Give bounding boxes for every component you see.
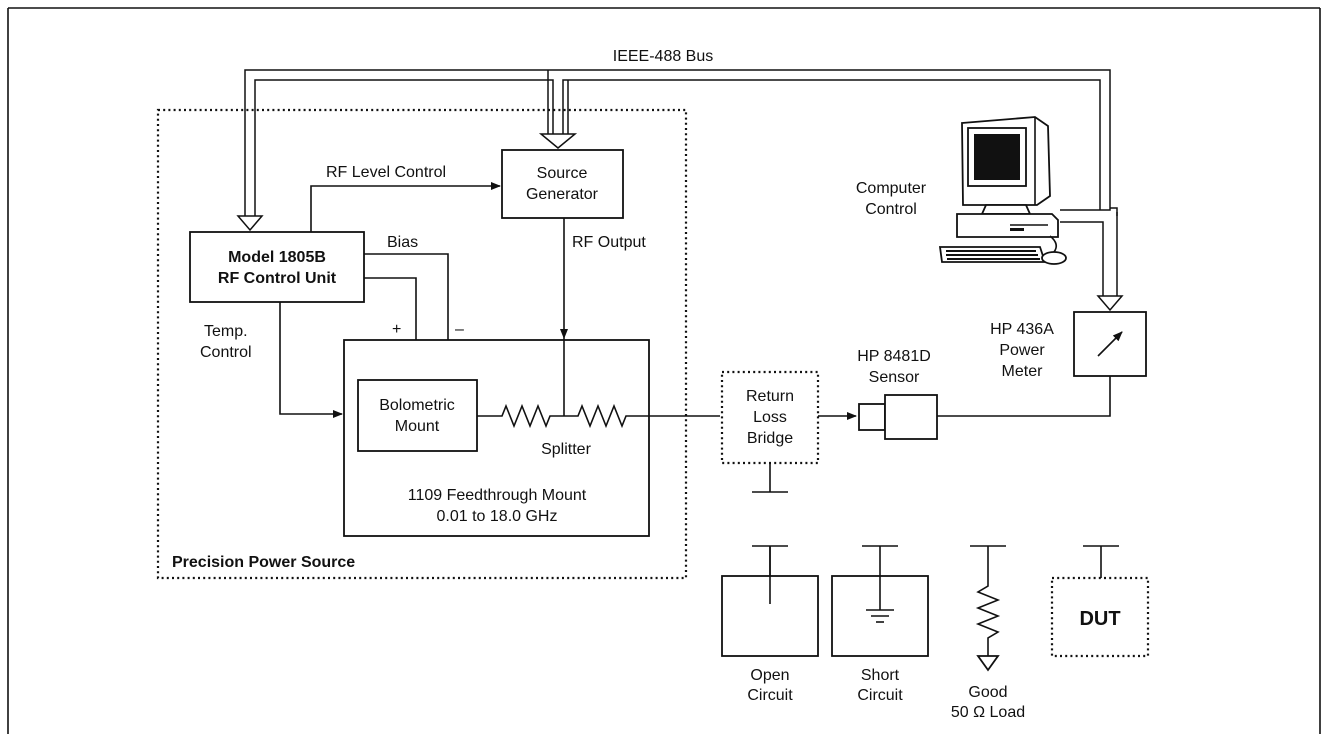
bolometric-mount-box: Bolometric Mount <box>357 379 478 452</box>
rf-level-control-line: RF Level Control <box>310 164 501 232</box>
computer-line1: Computer <box>856 180 927 197</box>
short-circuit-line1: Short <box>861 667 900 684</box>
rf-output-line: RF Output <box>560 218 646 339</box>
rf-output-label: RF Output <box>572 234 646 251</box>
load-line1: Good <box>968 684 1007 701</box>
return-loss-bridge-line3: Bridge <box>747 430 793 447</box>
power-meter-line1: HP 436A <box>990 321 1054 338</box>
return-loss-bridge-line2: Loss <box>753 409 787 426</box>
precision-power-source-box: Precision Power Source <box>156 108 688 580</box>
feedthrough-mount-line2: 0.01 to 18.0 GHz <box>437 508 558 525</box>
sensor-line1: HP 8481D <box>857 348 931 365</box>
keyboard-keys <box>946 250 1040 260</box>
power-meter-line2: Power <box>999 342 1045 359</box>
temp-control-label-2: Control <box>200 344 252 361</box>
plus-label: + <box>392 321 401 338</box>
rf-control-unit-box: Model 1805B RF Control Unit <box>189 231 365 303</box>
short-circuit-line2: Circuit <box>857 687 903 704</box>
sensor-cable <box>937 376 1111 417</box>
open-circuit-line2: Circuit <box>747 687 793 704</box>
open-circuit-standard: Open Circuit <box>721 545 819 704</box>
rf-control-unit-line1: Model 1805B <box>228 249 326 266</box>
return-loss-bridge-box: Return Loss Bridge <box>720 370 820 493</box>
short-circuit-standard: Short Circuit <box>831 545 929 704</box>
bolometric-mount-line1: Bolometric <box>379 397 455 414</box>
dut-label: DUT <box>1079 608 1120 630</box>
load-standard: Good 50 Ω Load <box>951 545 1025 721</box>
bus-label: IEEE-488 Bus <box>613 48 714 65</box>
computer-line2: Control <box>865 201 917 218</box>
source-generator-line2: Generator <box>526 186 599 203</box>
open-circuit-line1: Open <box>750 667 789 684</box>
feedthrough-mount-line1: 1109 Feedthrough Mount <box>408 487 587 504</box>
splitter-label: Splitter <box>541 441 591 458</box>
sensor-line2: Sensor <box>869 369 920 386</box>
rf-control-unit-line2: RF Control Unit <box>218 270 337 287</box>
precision-power-source-label: Precision Power Source <box>172 554 355 571</box>
bias-lines: Bias + – <box>364 234 464 340</box>
return-loss-bridge-line1: Return <box>746 388 794 405</box>
source-generator-box: Source Generator <box>501 149 624 219</box>
dut-box: DUT <box>1050 545 1150 658</box>
outer-frame <box>7 7 1321 734</box>
minus-label: – <box>455 321 464 338</box>
power-meter-line3: Meter <box>1002 363 1044 380</box>
ieee-488-bus: IEEE-488 Bus <box>236 48 1124 312</box>
splitter: Splitter <box>477 338 720 458</box>
temp-control-line: Temp. Control <box>200 302 343 418</box>
source-generator-line1: Source <box>537 165 588 182</box>
bias-label: Bias <box>387 234 418 251</box>
bolometric-mount-line2: Mount <box>395 418 440 435</box>
temp-control-label-1: Temp. <box>204 323 248 340</box>
power-meter-box: HP 436A Power Meter <box>990 311 1147 380</box>
rf-level-control-label: RF Level Control <box>326 164 446 181</box>
computer-icon: Computer Control <box>856 116 1067 265</box>
sensor-head: HP 8481D Sensor <box>857 348 938 440</box>
load-line2: 50 Ω Load <box>951 704 1025 721</box>
